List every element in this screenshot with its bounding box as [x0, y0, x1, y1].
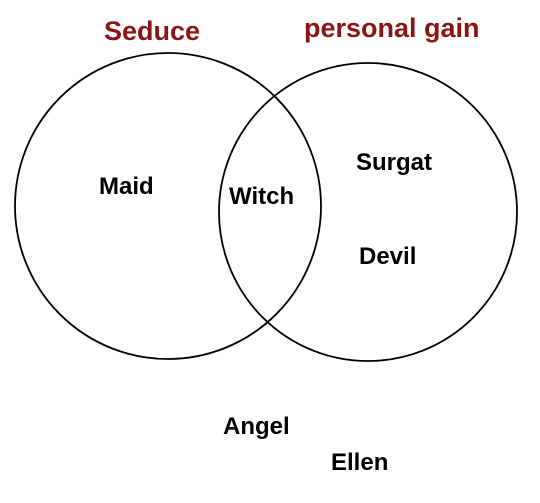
item-outside: Ellen — [331, 449, 389, 476]
item-outside: Angel — [223, 413, 290, 440]
item-left-only: Maid — [99, 173, 154, 200]
item-right-only: Devil — [359, 243, 417, 270]
item-right-only: Surgat — [356, 149, 433, 176]
left-circle — [14, 52, 322, 360]
right-circle — [218, 62, 518, 362]
item-intersection: Witch — [229, 183, 295, 210]
set-label-right: personal gain — [304, 13, 480, 43]
set-label-left: Seduce — [104, 16, 201, 46]
